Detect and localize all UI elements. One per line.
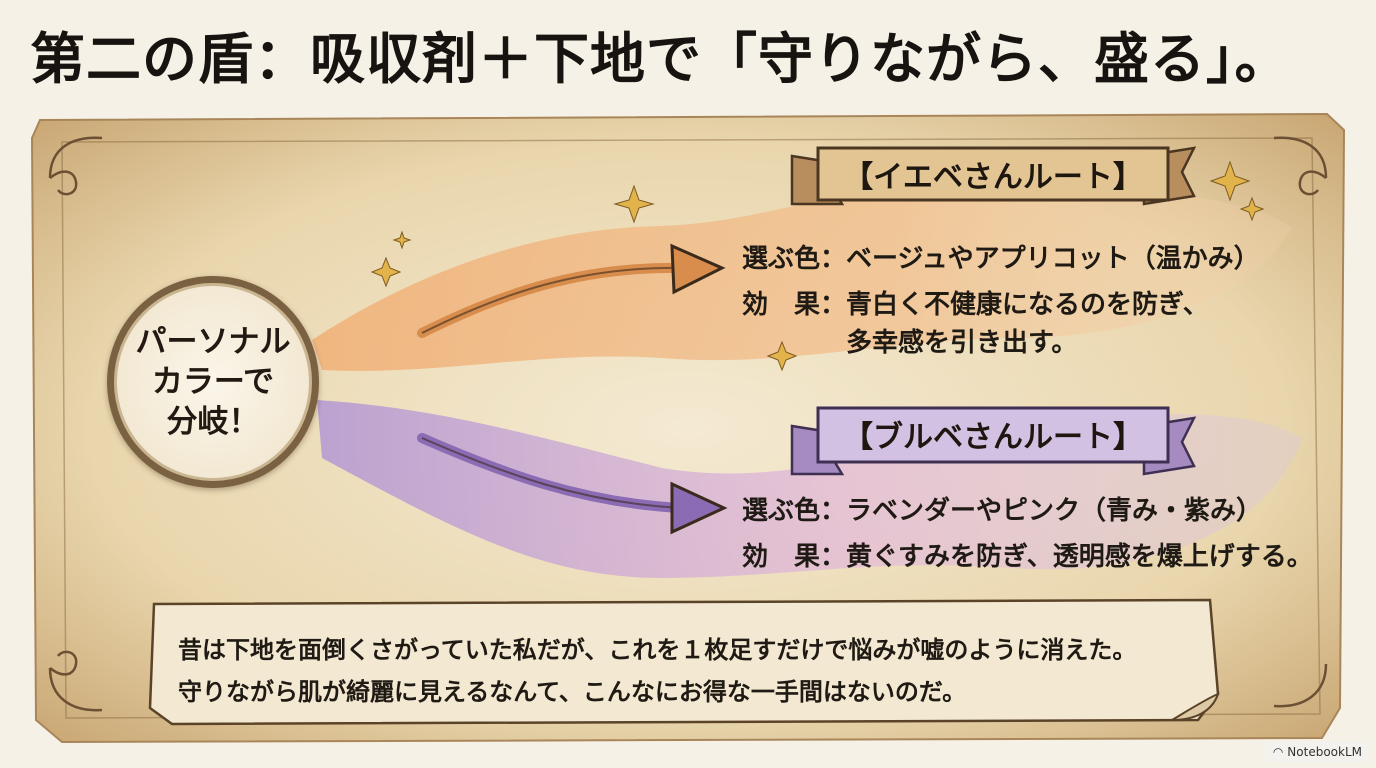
yellow-route-effect-value-1: 青白く不健康になるのを防ぎ、 <box>846 290 1209 320</box>
blue-route-effect-value-1: 黄ぐすみを防ぎ、透明感を爆上げする。 <box>846 542 1313 572</box>
corner-flourish-icon <box>48 136 1328 712</box>
personal-color-hub: パーソナル カラーで 分岐！ <box>107 276 319 488</box>
yellow-route-arrow-icon <box>417 243 726 338</box>
yellow-route-effect-row: 効 果：青白く不健康になるのを防ぎ、 <box>742 284 1209 321</box>
yellow-route-effect-value-2: 多幸感を引き出す。 <box>846 328 1078 358</box>
yellow-route-color-value: ベージュやアプリコット（温かみ） <box>846 244 1260 274</box>
watermark-label: NotebookLM <box>1287 745 1362 759</box>
notebook-icon: ◠ <box>1272 745 1284 759</box>
blue-route-banner <box>790 406 1197 476</box>
blue-route-color-value: ラベンダーやピンク（青み・紫み） <box>846 496 1263 526</box>
sparkle-icon <box>370 160 1265 372</box>
blue-route-color-label: 選ぶ色： <box>742 496 847 526</box>
blue-route-effect-label: 効 果： <box>742 542 847 572</box>
parchment-panel <box>22 108 1354 748</box>
yellow-route-color-label: 選ぶ色： <box>742 244 847 274</box>
blue-route-arrow-icon <box>417 433 728 535</box>
parchment-artwork <box>30 112 1346 744</box>
blue-route-banner-label: 【ブルベさんルート】 <box>843 420 1143 455</box>
hub-line-1: パーソナル <box>135 324 291 360</box>
yellow-route-flow <box>312 176 1292 371</box>
blue-route-color-row: 選ぶ色：ラベンダーやピンク（青み・紫み） <box>742 490 1262 527</box>
hub-line-3: 分岐！ <box>166 404 260 440</box>
yellow-route-color-row: 選ぶ色：ベージュやアプリコット（温かみ） <box>742 238 1260 275</box>
watermark-badge: ◠ NotebookLM <box>1264 742 1370 762</box>
note-line-2: 守りながら肌が綺麗に見えるなんて、こんなにお得な一手間はないのだ。 <box>178 678 967 706</box>
note-line-1: 昔は下地を面倒くさがっていた私だが、これを１枚足すだけで悩みが嘘のように消えた。 <box>178 636 1137 664</box>
blue-route-effect-row: 効 果：黄ぐすみを防ぎ、透明感を爆上げする。 <box>742 536 1313 573</box>
note-scroll <box>148 598 1220 726</box>
yellow-route-effect-label: 効 果： <box>742 290 847 320</box>
hub-line-2: カラーで <box>151 364 275 400</box>
page-title: 第二の盾：吸収剤＋下地で「守りながら、盛る」。 <box>30 27 1291 91</box>
yellow-route-banner-label: 【イエベさんルート】 <box>843 160 1143 195</box>
yellow-route-banner <box>790 146 1197 206</box>
